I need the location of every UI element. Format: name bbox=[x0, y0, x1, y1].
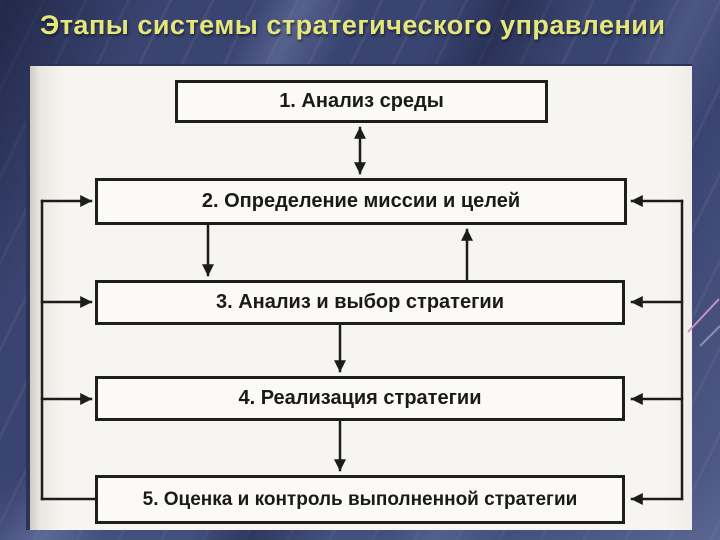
flow-box-label: 1. Анализ среды bbox=[279, 90, 444, 112]
flow-box-evaluation-control: 5. Оценка и контроль выполненной стратег… bbox=[95, 475, 625, 524]
flow-box-label: 4. Реализация стратегии bbox=[238, 387, 482, 409]
background-pink-streak bbox=[687, 298, 720, 333]
background-light-streak bbox=[699, 325, 720, 347]
flow-box-label: 3. Анализ и выбор стратегии bbox=[215, 291, 505, 313]
flow-box-mission-goals: 2. Определение миссии и целей bbox=[95, 178, 627, 225]
flow-box-label: 2. Определение миссии и целей bbox=[201, 190, 521, 212]
slide-title: Этапы системы стратегического управлении bbox=[40, 10, 666, 40]
flow-box-strategy-choice: 3. Анализ и выбор стратегии bbox=[95, 280, 625, 325]
flow-box-strategy-implementation: 4. Реализация стратегии bbox=[95, 376, 625, 421]
flow-box-analysis: 1. Анализ среды bbox=[175, 80, 548, 123]
flow-box-label: 5. Оценка и контроль выполненной стратег… bbox=[142, 488, 578, 510]
